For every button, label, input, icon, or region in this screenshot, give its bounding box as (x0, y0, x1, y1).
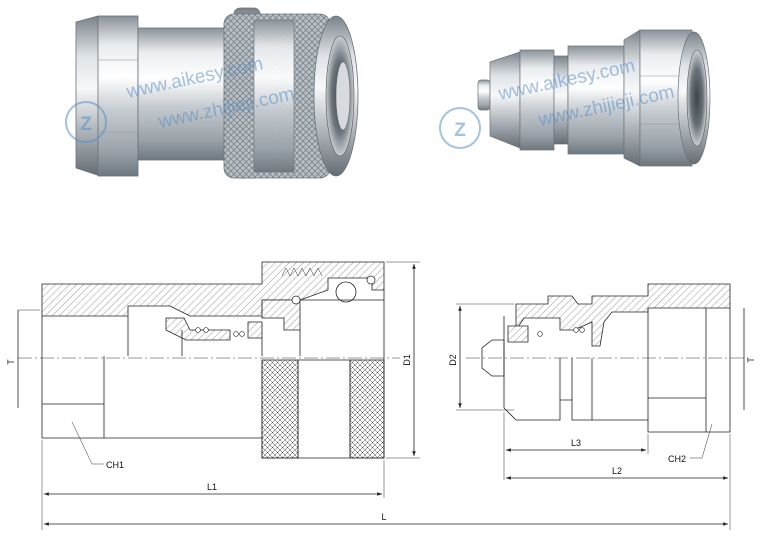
dim-label-T-left: T (6, 359, 16, 365)
watermark-logo-right: Z (439, 107, 481, 149)
female-coupler-photo (75, 7, 359, 179)
watermark-logo-left: Z (65, 101, 107, 143)
dim-label-L: L (381, 512, 386, 522)
dim-label-CH2: CH2 (668, 454, 686, 464)
male-nipple-drawing (466, 283, 748, 433)
male-nipple-photo (477, 29, 711, 167)
dim-label-CH1: CH1 (106, 460, 124, 470)
dim-label-D2: D2 (448, 354, 458, 366)
svg-text:Z: Z (80, 114, 92, 135)
dim-label-L2: L2 (612, 466, 622, 476)
svg-text:Z: Z (454, 120, 466, 141)
dimension-lines (17, 261, 745, 530)
dim-label-L3: L3 (571, 438, 581, 448)
dim-label-L1: L1 (207, 482, 217, 492)
dim-label-T-right: T (746, 357, 756, 363)
dim-label-D1: D1 (402, 354, 412, 366)
female-coupler-drawing (18, 261, 400, 459)
